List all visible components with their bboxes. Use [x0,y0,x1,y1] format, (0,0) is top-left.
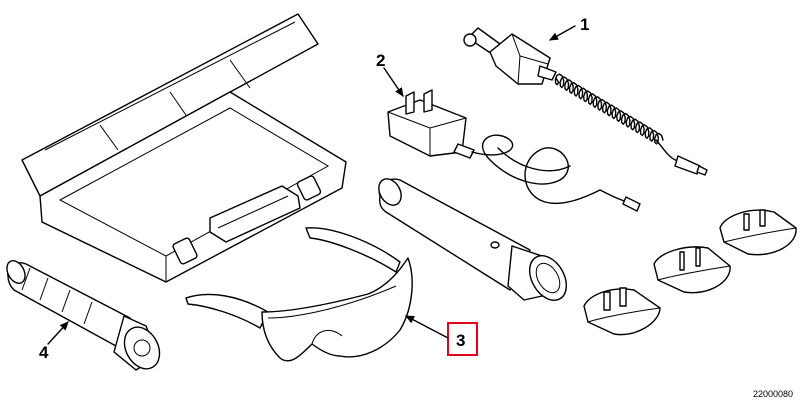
callout-3-label: 3 [456,331,465,350]
callout-1-label: 1 [580,15,589,34]
adapter-plug-1 [583,287,661,336]
callout-2-label: 2 [376,51,385,70]
callout-1: 1 [549,15,589,41]
ac-wall-charger [387,89,641,212]
carrying-case [21,13,347,283]
flashlight [378,178,568,301]
callout-3: 3 [405,315,478,356]
callout-4-label: 4 [39,343,49,362]
figure-code: 22000080 [753,389,793,399]
uv-light [6,260,161,371]
callout-3-highlight-box [447,322,478,356]
adapter-plug-2 [653,246,731,294]
callout-2: 2 [376,51,404,97]
adapter-plug-3 [719,209,797,256]
car-charger-cord [463,27,708,176]
safety-glasses [185,227,413,362]
callout-4: 4 [39,321,69,362]
